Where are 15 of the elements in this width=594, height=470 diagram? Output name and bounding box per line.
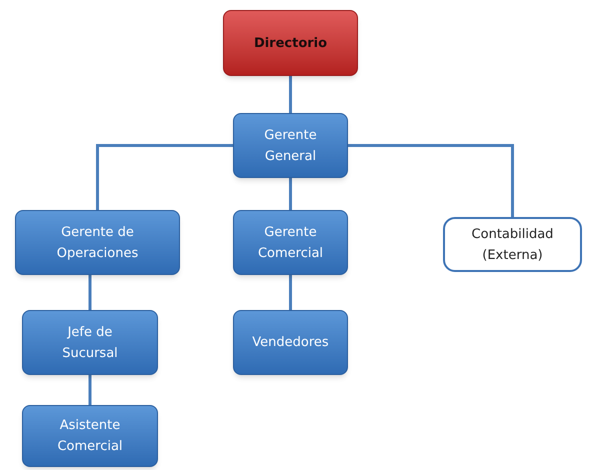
connector-line	[289, 76, 292, 113]
connector-line	[88, 275, 92, 310]
connector-line	[96, 144, 233, 210]
org-box: Asistente Comercial	[22, 405, 158, 467]
org-box: Gerente de Operaciones	[15, 210, 180, 275]
org-box: Gerente Comercial	[233, 210, 348, 275]
org-box: Vendedores	[233, 310, 348, 375]
org-box: Contabilidad (Externa)	[443, 217, 582, 272]
org-box: Directorio	[223, 10, 358, 76]
connector-line	[88, 375, 92, 405]
org-box: Jefe de Sucursal	[22, 310, 158, 375]
org-box: Gerente General	[233, 113, 348, 178]
connector-line	[348, 144, 514, 217]
connector-line	[289, 275, 292, 310]
connector-line	[289, 178, 292, 210]
